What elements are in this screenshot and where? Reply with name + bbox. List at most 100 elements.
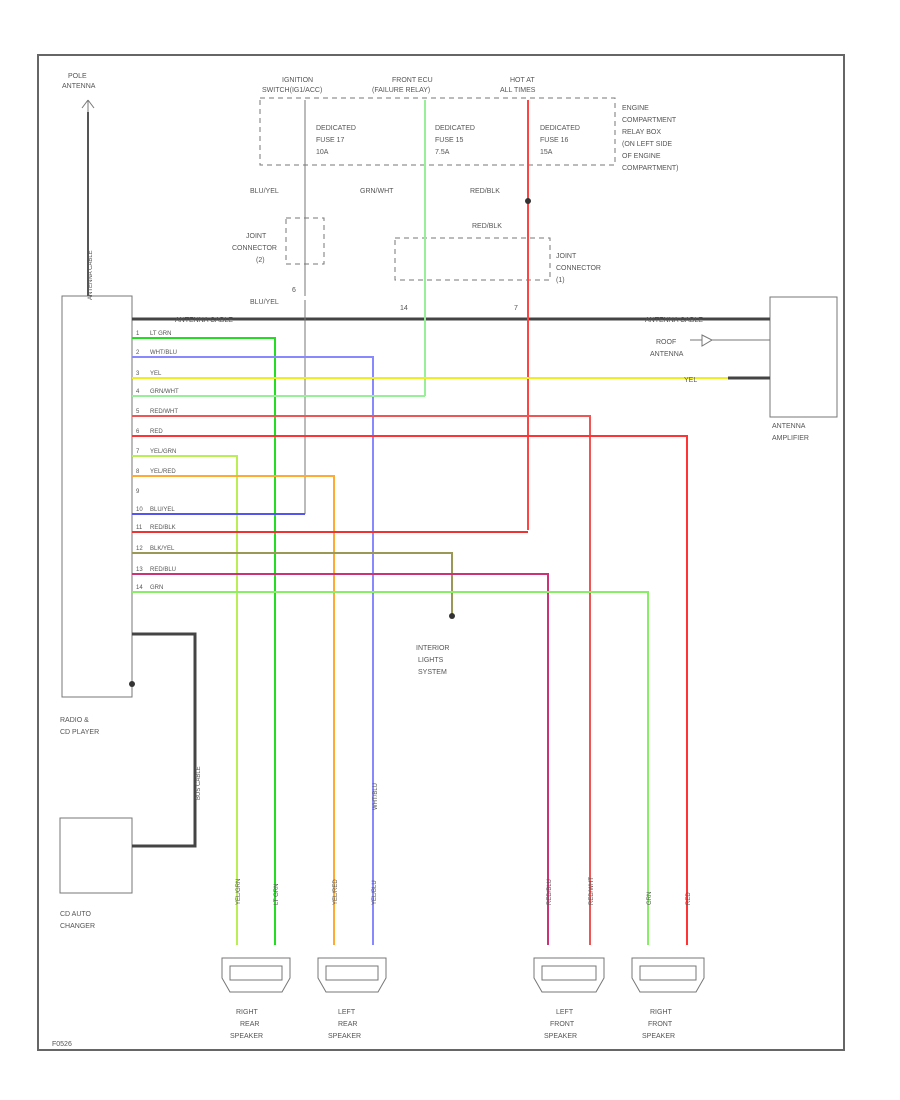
pole-antenna-label-2: ANTENNA	[62, 83, 96, 90]
splice-point	[525, 198, 531, 204]
left-rear-speaker-label-1: LEFT	[338, 1009, 356, 1016]
relay-box-label-1: ENGINE	[622, 105, 649, 112]
pin-label-b: 14	[400, 305, 408, 312]
diagram-code: F0526	[52, 1041, 72, 1048]
interior-lights-label-3: SYSTEM	[418, 669, 447, 676]
pin-7-wire: YEL/GRN	[150, 449, 176, 455]
left-front-speaker-label-3: SPEAKER	[544, 1033, 577, 1040]
relay-box-outline	[259, 97, 616, 166]
interior-lights-label-2: LIGHTS	[418, 657, 444, 664]
yel-amp-label: YEL	[684, 377, 697, 384]
right-rear-speaker-label-1: RIGHT	[236, 1009, 259, 1016]
left-rear-speaker-label-2: REAR	[338, 1021, 357, 1028]
joint-connector-1-outline	[394, 237, 551, 281]
left-rear-speaker-icon	[317, 957, 387, 993]
pin-5-number: 5	[136, 409, 140, 415]
pin-label-c: 7	[514, 305, 518, 312]
hot-at-label-2: ALL TIMES	[500, 87, 536, 94]
pin-12-number: 12	[136, 546, 143, 552]
right-front-speaker-label-3: SPEAKER	[642, 1033, 675, 1040]
radio-label-1: RADIO &	[60, 717, 89, 724]
pin-13-number: 13	[136, 567, 143, 573]
relay-box-label-2: COMPARTMENT	[622, 117, 677, 124]
pin-14-number: 14	[136, 585, 143, 591]
rr-left-lead-label: YEL/GRN	[236, 879, 242, 905]
diagram-frame	[37, 54, 845, 1051]
radio-pin-labels: 1 LT GRN 2 WHT/BLU 3 YEL 4 GRN/WHT 5 RED…	[136, 331, 179, 591]
fuse15-label-3: 7.5A	[435, 149, 450, 156]
wire-label-blu-yel-mid: BLU/YEL	[250, 299, 279, 306]
pin-11-number: 11	[136, 525, 143, 531]
pin-10-number: 10	[136, 507, 143, 513]
pole-antenna-label-1: POLE	[68, 73, 87, 80]
rf-left-lead-label: GRN	[647, 892, 653, 905]
wire-red	[132, 435, 688, 945]
antenna-amp-label-1: ANTENNA	[772, 423, 806, 430]
ignition-label-2: SWITCH(IG1/ACC)	[262, 87, 322, 94]
cd-changer-label-2: CHANGER	[60, 923, 95, 930]
joint-connector-2-label-2: CONNECTOR	[232, 245, 277, 252]
pin-6-number: 6	[136, 429, 140, 435]
pole-antenna-cable-label: ANTENNA CABLE	[88, 250, 94, 300]
left-front-speaker-label-2: FRONT	[550, 1021, 575, 1028]
fuse16-label-1: DEDICATED	[540, 125, 580, 132]
right-front-speaker-icon	[631, 957, 705, 993]
wire-blk-yel	[132, 552, 453, 616]
lf-right-lead-label: RED/WHT	[589, 877, 595, 905]
wire-lt-grn	[132, 337, 276, 945]
right-rear-speaker-icon	[221, 957, 291, 993]
right-front-speaker-label-2: FRONT	[648, 1021, 673, 1028]
pin-4-number: 4	[136, 389, 140, 395]
joint-connector-1-label-1: JOINT	[556, 253, 577, 260]
lf-left-lead-label: RED/BLU	[547, 879, 553, 905]
pin-1-wire: LT GRN	[150, 331, 171, 337]
left-rear-speaker-label-3: SPEAKER	[328, 1033, 361, 1040]
wire-label-red-blk-joint: RED/BLK	[472, 223, 502, 230]
right-rear-speaker-label-3: SPEAKER	[230, 1033, 263, 1040]
pin-3-wire: YEL	[150, 371, 162, 377]
pin-label-a: 6	[292, 287, 296, 294]
wire-yel-red	[132, 475, 335, 945]
wire-label-blu-yel-top: BLU/YEL	[250, 188, 279, 195]
relay-box-label-6: COMPARTMENT)	[622, 165, 679, 172]
joint-connector-1-label-3: (1)	[556, 277, 565, 284]
fuse15-label-1: DEDICATED	[435, 125, 475, 132]
interior-lights-terminal	[449, 613, 455, 619]
lr-right-lead-label: YEL/BLU	[372, 880, 378, 905]
relay-box-label-3: RELAY BOX	[622, 129, 661, 136]
pin-1-number: 1	[136, 331, 140, 337]
pin-5-wire: RED/WHT	[150, 409, 178, 415]
radio-ground-point	[129, 681, 135, 687]
fuse17-label-3: 10A	[316, 149, 329, 156]
wire-red-blu	[132, 573, 549, 945]
pin-14-wire: GRN	[150, 585, 163, 591]
pin-11-wire: RED/BLK	[150, 525, 176, 531]
rf-right-lead-label: RED	[686, 892, 692, 905]
pin-8-number: 8	[136, 469, 140, 475]
joint-connector-2-label-1: JOINT	[246, 233, 267, 240]
pin-2-number: 2	[136, 350, 140, 356]
left-front-speaker-label-1: LEFT	[556, 1009, 574, 1016]
pin-9-number: 9	[136, 489, 140, 495]
pin-13-wire: RED/BLU	[150, 567, 176, 573]
rr-right-lead-label: LT GRN	[274, 884, 280, 905]
fuse17-label-2: FUSE 17	[316, 137, 345, 144]
fuse16-label-3: 15A	[540, 149, 553, 156]
lr-left-lead-label: YEL/RED	[333, 879, 339, 905]
antenna-cable-right-label: ANTENNA CABLE	[645, 317, 703, 324]
pin-12-wire: BLK/YEL	[150, 546, 175, 552]
roof-antenna-label-2: ANTENNA	[650, 351, 684, 358]
wire-yel-grn	[132, 455, 238, 945]
radio-label-2: CD PLAYER	[60, 729, 99, 736]
wire-label-red-blk-top: RED/BLK	[470, 188, 500, 195]
hot-at-label-1: HOT AT	[510, 77, 535, 84]
ignition-label-1: IGNITION	[282, 77, 313, 84]
radio-output-wires	[132, 337, 728, 945]
left-front-speaker-icon	[533, 957, 605, 993]
wire-red-wht	[132, 415, 591, 945]
bus-cable	[132, 632, 197, 848]
interior-lights-label-1: INTERIOR	[416, 645, 449, 652]
relay-box-label-4: (ON LEFT SIDE	[622, 141, 672, 148]
antenna-amplifier-box	[769, 296, 838, 418]
